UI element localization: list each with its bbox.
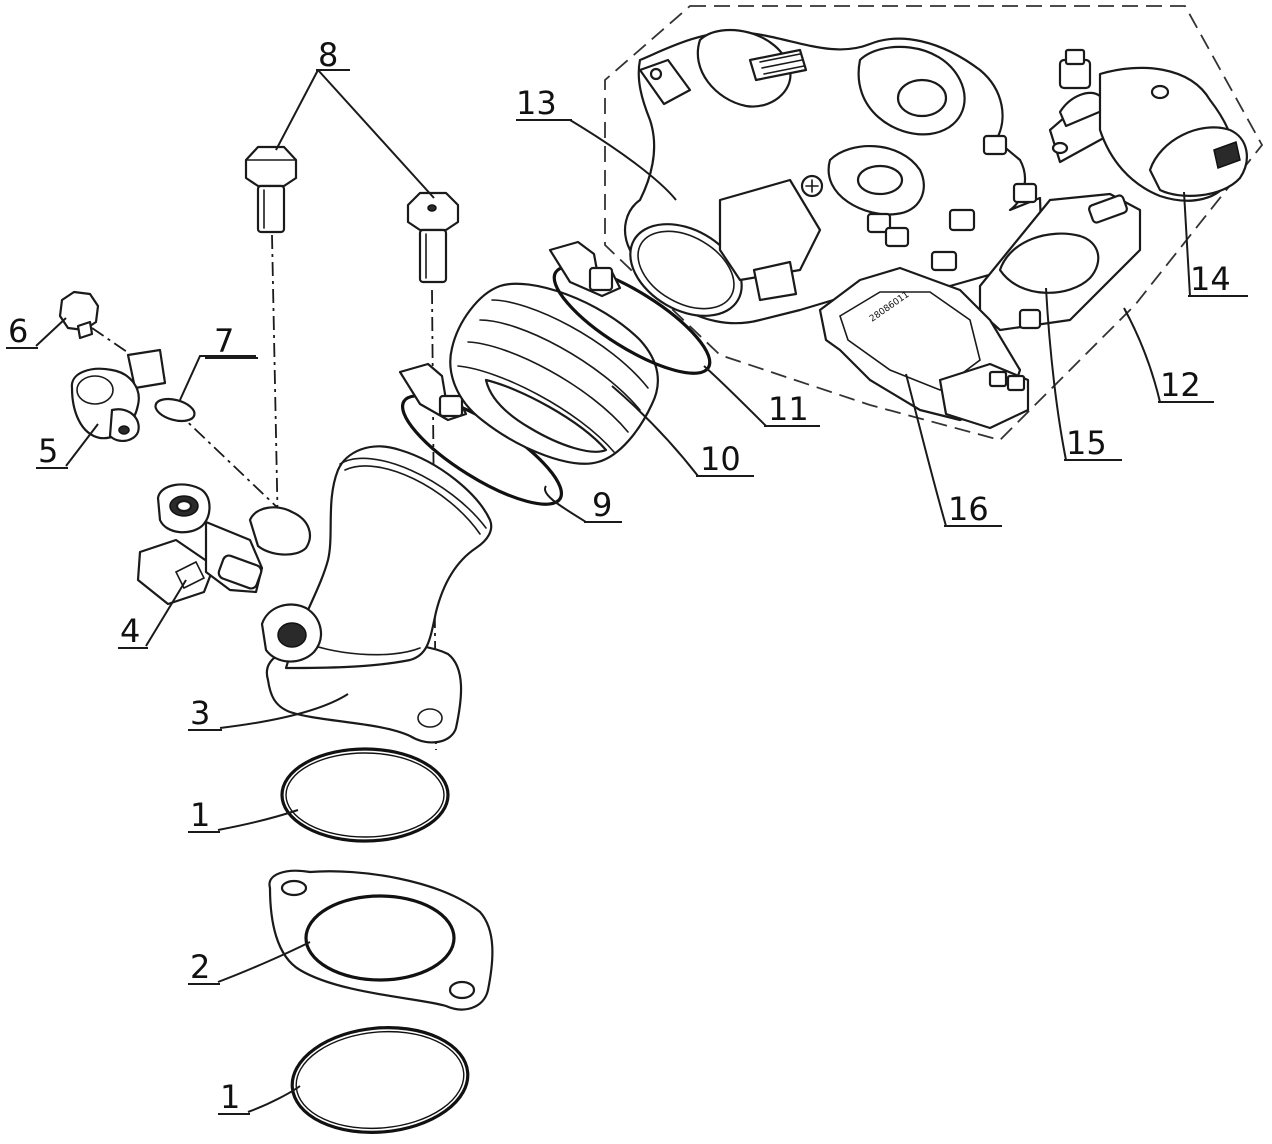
callout-16: 16 <box>948 490 989 528</box>
callout-13: 13 <box>516 84 557 122</box>
throttle-body <box>623 28 1044 325</box>
callout-14: 14 <box>1190 260 1231 298</box>
hose-clamp-upper <box>548 240 712 375</box>
leader-lines <box>6 69 1248 1115</box>
callout-2: 2 <box>190 948 210 986</box>
callout-11: 11 <box>768 390 809 428</box>
map-sensor: 28086011 <box>818 266 1030 430</box>
fuel-injector <box>136 483 264 606</box>
washer-centerline <box>174 409 281 511</box>
gasket-flange <box>268 869 494 1011</box>
screw-tab <box>126 348 167 390</box>
callout-15: 15 <box>1066 424 1107 462</box>
rubber-intake-boot <box>449 282 659 465</box>
o-ring-upper <box>280 747 450 843</box>
callout-8: 8 <box>318 36 338 74</box>
callout-7: 7 <box>214 322 234 360</box>
throttle-body-assembly-boundary <box>604 5 1264 442</box>
callout-4: 4 <box>120 612 140 650</box>
o-ring-lower <box>290 1026 470 1134</box>
callout-1-upper: 1 <box>190 796 210 834</box>
callout-1-lower: 1 <box>220 1078 240 1116</box>
sealing-washer <box>154 397 196 423</box>
flange-bolt-right <box>406 191 460 284</box>
idle-air-control-valve <box>1048 48 1248 202</box>
bolt-centerline-left <box>271 234 279 536</box>
callout-3: 3 <box>190 694 210 732</box>
flange-bolt-left <box>244 145 298 234</box>
callout-5: 5 <box>38 432 58 470</box>
callout-10: 10 <box>700 440 741 478</box>
connector-elbow <box>70 367 140 442</box>
callout-9: 9 <box>592 486 612 524</box>
callout-6: 6 <box>8 312 28 350</box>
intake-manifold <box>248 445 493 744</box>
mounting-screw <box>58 290 100 340</box>
throttle-position-sensor <box>978 192 1142 332</box>
callout-12: 12 <box>1160 366 1201 404</box>
